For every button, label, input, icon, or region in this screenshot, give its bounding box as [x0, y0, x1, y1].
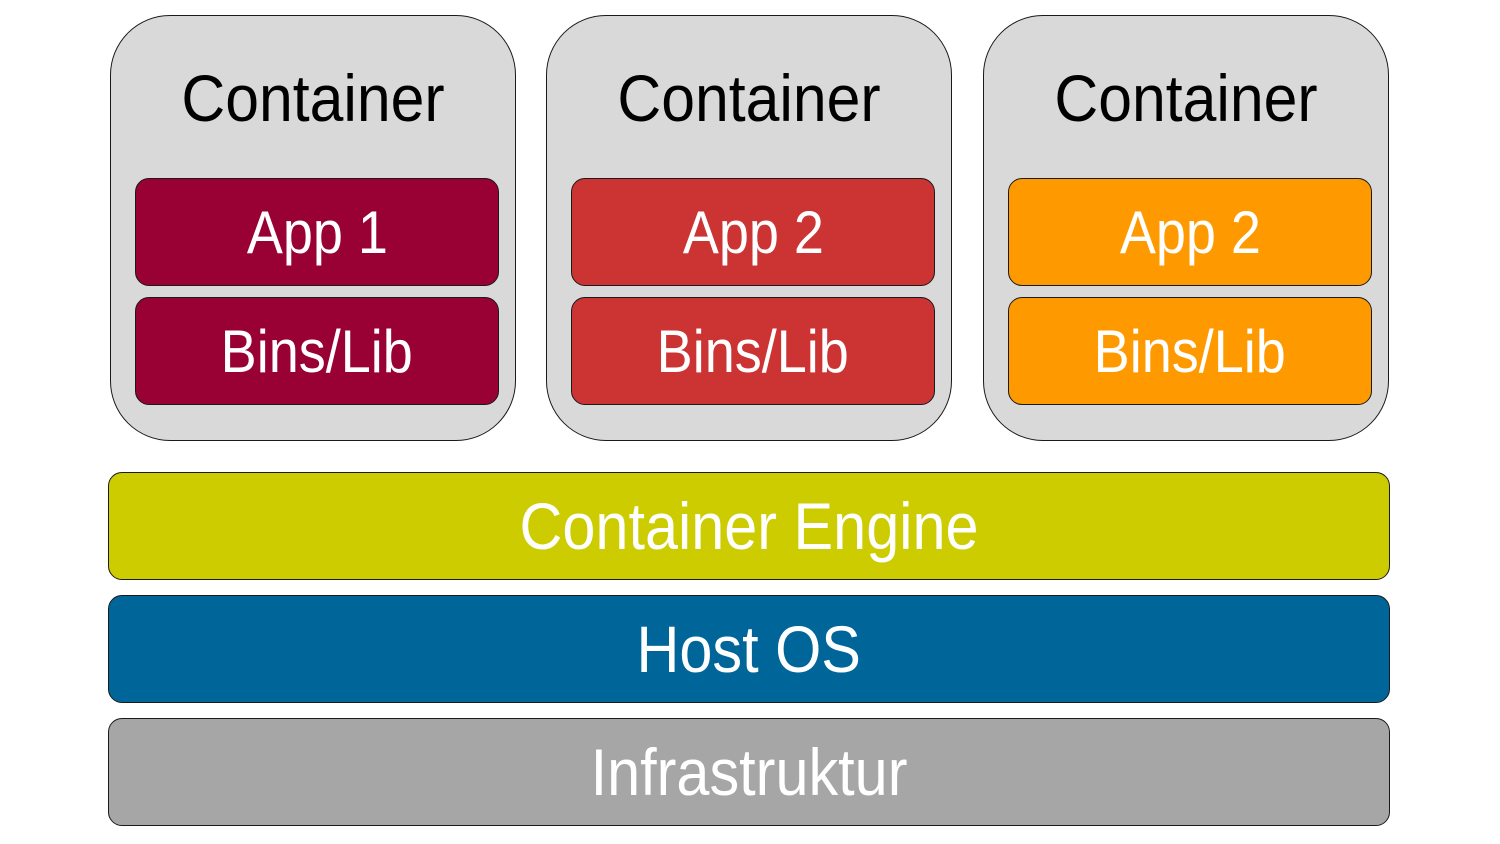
container-1: Container App 1 Bins/Lib — [110, 15, 516, 441]
container-engine-label: Container Engine — [519, 489, 979, 563]
container-2-lib-block: Bins/Lib — [571, 297, 935, 405]
container-2-app-label: App 2 — [682, 198, 824, 266]
container-1-app-label: App 1 — [246, 198, 388, 266]
container-2-title: Container — [617, 61, 881, 135]
infrastructure-layer: Infrastruktur — [108, 718, 1390, 826]
container-3: Container App 2 Bins/Lib — [983, 15, 1389, 441]
container-1-lib-label: Bins/Lib — [220, 317, 414, 385]
container-2: Container App 2 Bins/Lib — [546, 15, 952, 441]
container-1-title: Container — [181, 61, 445, 135]
container-2-lib-label: Bins/Lib — [656, 317, 850, 385]
host-os-label: Host OS — [636, 612, 862, 686]
infrastructure-label: Infrastruktur — [590, 735, 908, 809]
host-os-layer: Host OS — [108, 595, 1390, 703]
container-engine-layer: Container Engine — [108, 472, 1390, 580]
container-3-title: Container — [1054, 61, 1318, 135]
container-1-app-block: App 1 — [135, 178, 499, 286]
container-3-app-block: App 2 — [1008, 178, 1372, 286]
container-3-app-label: App 2 — [1119, 198, 1261, 266]
container-3-lib-label: Bins/Lib — [1093, 317, 1287, 385]
container-2-app-block: App 2 — [571, 178, 935, 286]
container-1-lib-block: Bins/Lib — [135, 297, 499, 405]
container-3-lib-block: Bins/Lib — [1008, 297, 1372, 405]
